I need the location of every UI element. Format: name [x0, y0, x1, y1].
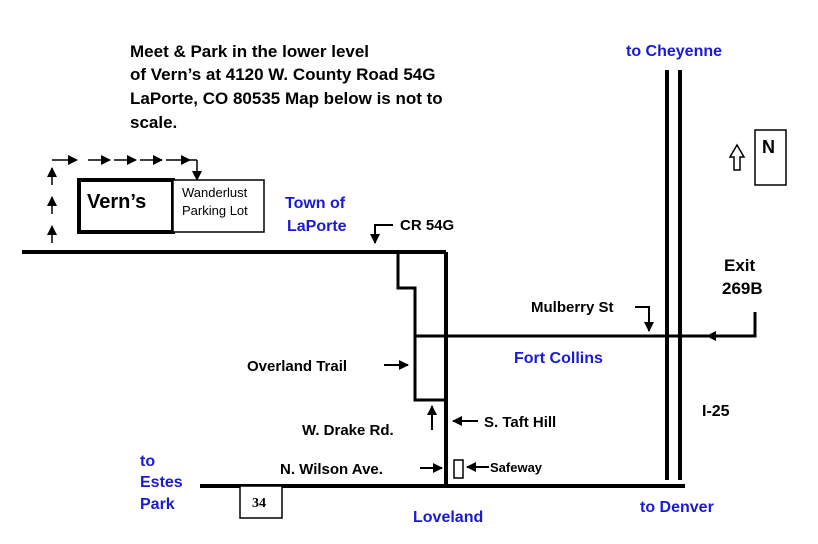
cr54g-pointer [370, 224, 393, 244]
i25-label: I-25 [702, 403, 730, 420]
wilson-label: N. Wilson Ave. [280, 461, 383, 478]
drake-label: W. Drake Rd. [302, 422, 394, 439]
verns-label: Vern’s [87, 191, 146, 213]
to-estes-line2: Estes [140, 474, 183, 491]
route-shield-icon [239, 485, 283, 519]
north-arrow-icon [728, 143, 746, 171]
fort-collins-label: Fort Collins [514, 350, 603, 367]
parking-lot-box [172, 179, 265, 233]
route34-label: 34 [252, 496, 266, 511]
parking-label-line1: Wanderlust [182, 185, 248, 200]
taft-label: S. Taft Hill [484, 414, 556, 431]
safeway-label: Safeway [490, 460, 543, 475]
exit-label-line1: Exit [724, 256, 756, 275]
cr54g-label: CR 54G [400, 217, 454, 234]
exit-pointer [706, 312, 757, 341]
to-cheyenne-label: to Cheyenne [626, 43, 722, 60]
parking-label-line2: Parking Lot [182, 203, 248, 218]
note-line-1: Meet & Park in the lower level [130, 42, 369, 61]
to-estes-line3: Park [140, 496, 175, 513]
to-estes-line1: to [140, 453, 155, 470]
route-arrows [47, 155, 202, 243]
note-line-3: LaPorte, CO 80535 Map below is not to [130, 89, 443, 108]
note-line-4: scale. [130, 113, 177, 132]
town-laporte-line1: Town of [285, 195, 346, 212]
overland-trail-label: Overland Trail [247, 358, 347, 375]
north-box [754, 129, 787, 186]
loveland-label: Loveland [413, 509, 483, 526]
overland-trail-road [396, 252, 446, 402]
mulberry-label: Mulberry St [531, 299, 614, 316]
safeway-store [453, 459, 464, 479]
note-line-2: of Vern’s at 4120 W. County Road 54G [130, 65, 435, 84]
north-label: N [762, 137, 775, 157]
exit-label-line2: 269B [722, 279, 763, 298]
town-laporte-line2: LaPorte [287, 218, 347, 235]
mulberry-pointer [635, 306, 654, 332]
to-denver-label: to Denver [640, 499, 714, 516]
verns-building [77, 178, 175, 234]
